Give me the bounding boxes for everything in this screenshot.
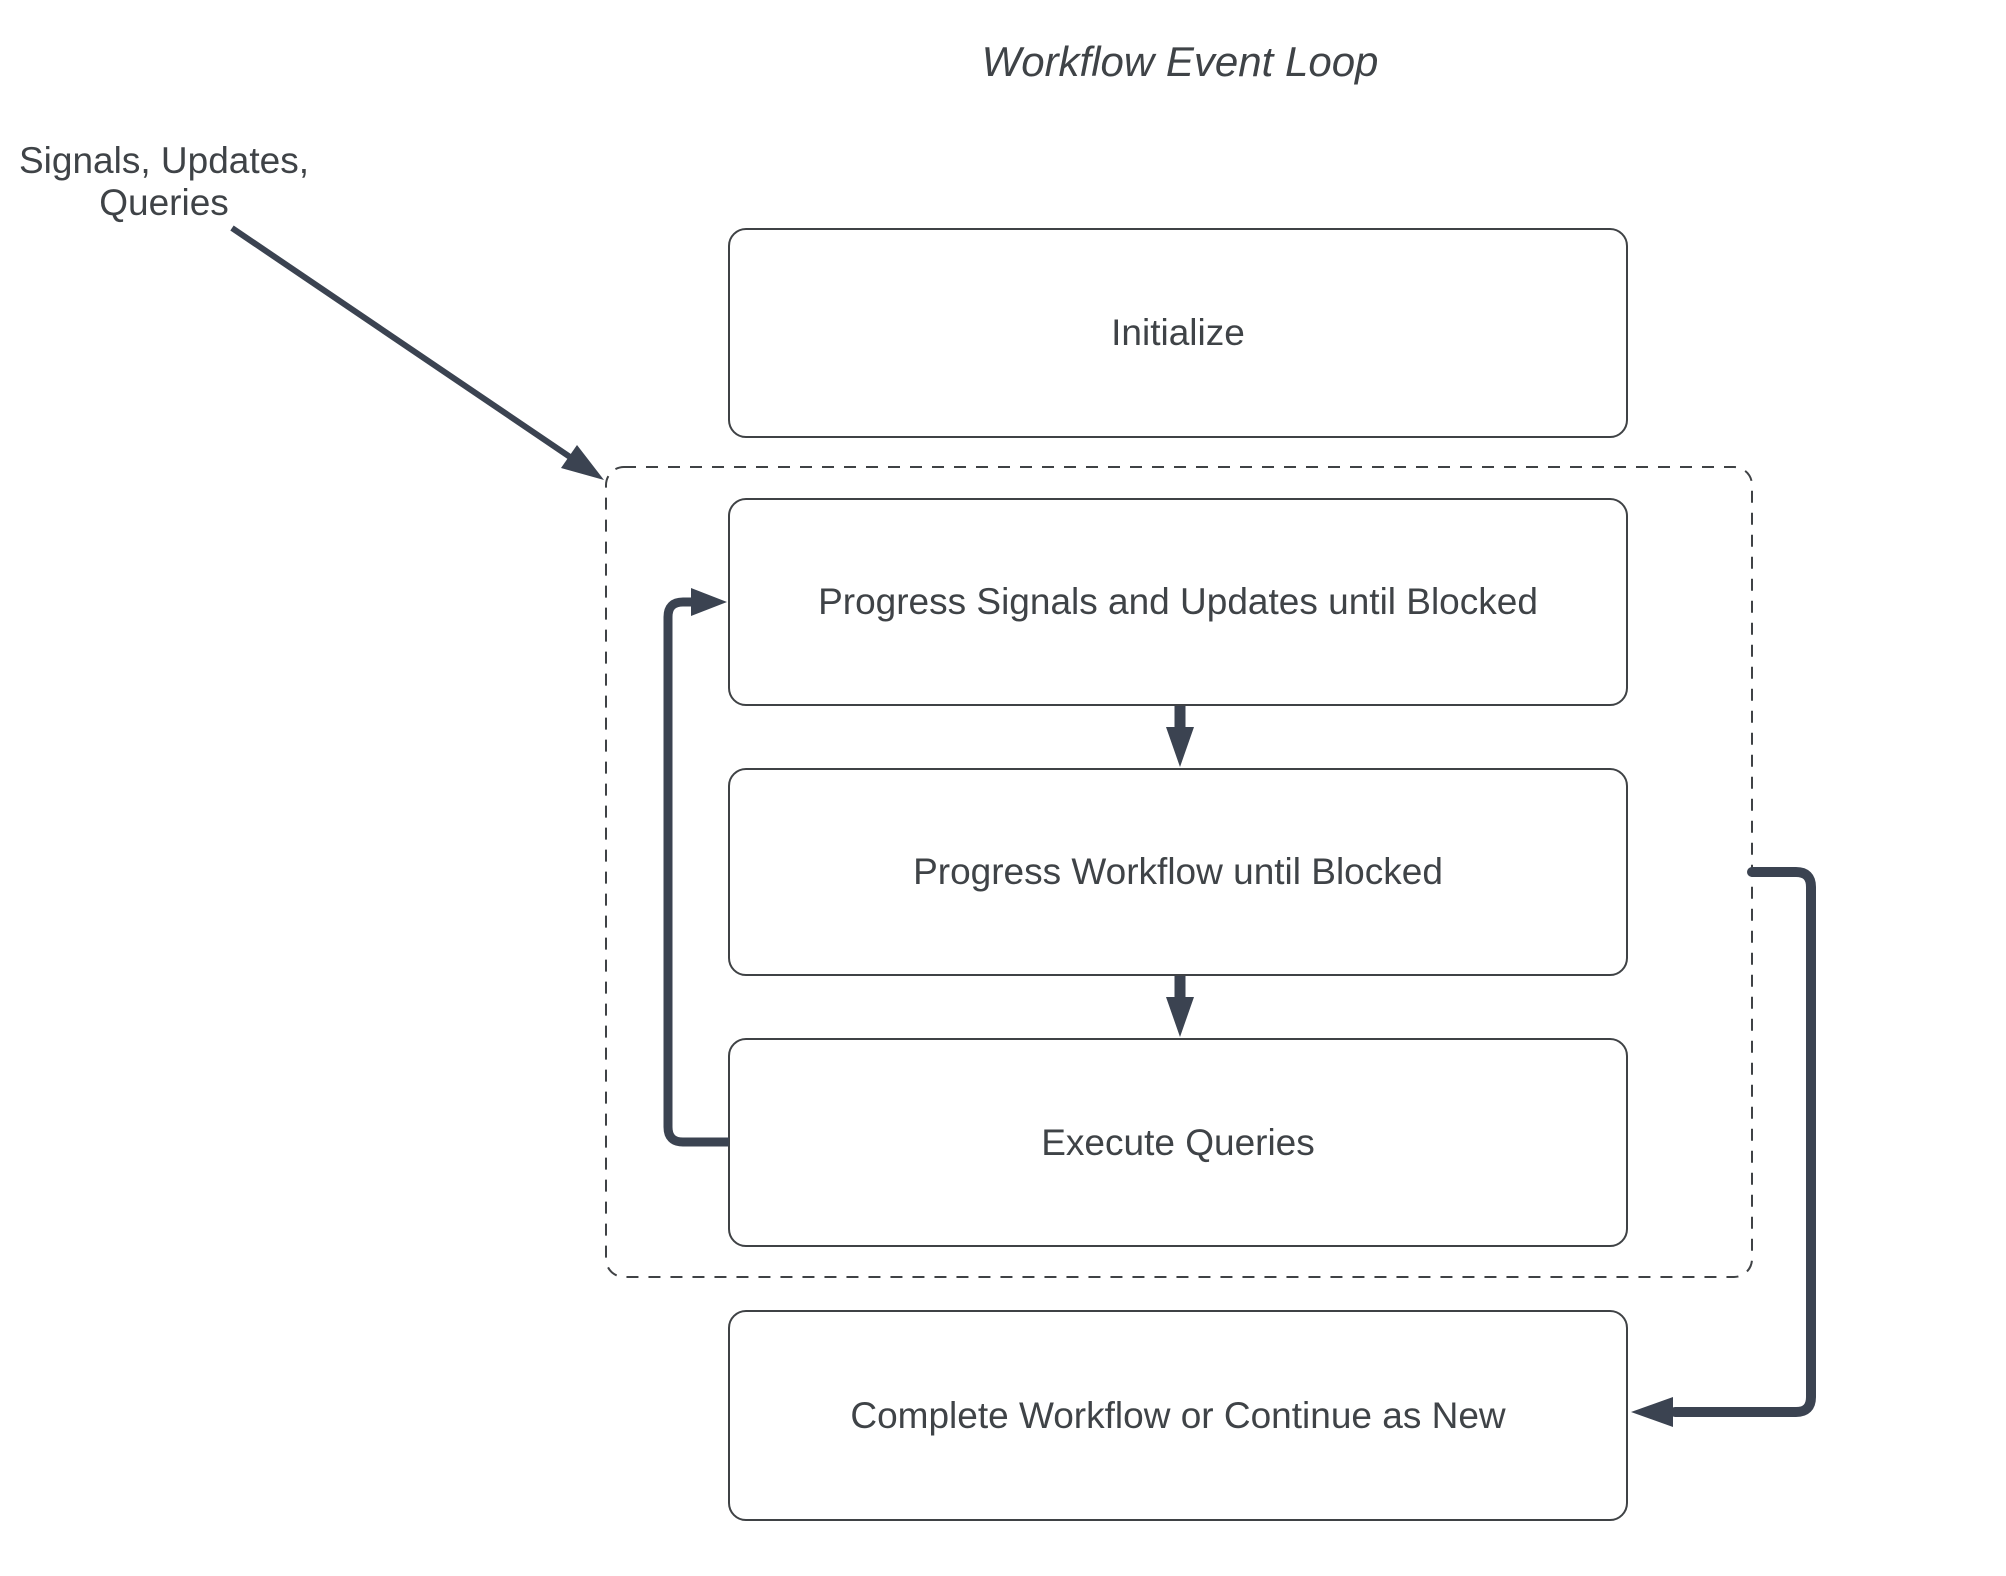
node-complete-workflow-label: Complete Workflow or Continue as New [850, 1394, 1506, 1436]
node-progress-signals: Progress Signals and Updates until Block… [728, 498, 1628, 706]
exit-arrow [1631, 867, 1816, 1427]
external-input-label: Signals, Updates, Queries [18, 140, 309, 224]
node-complete-workflow: Complete Workflow or Continue as New [728, 1310, 1628, 1521]
node-execute-queries-label: Execute Queries [1041, 1121, 1315, 1163]
external-input-arrow [230, 225, 604, 480]
node-progress-workflow: Progress Workflow until Blocked [728, 768, 1628, 976]
loop-back-arrow [663, 588, 729, 1147]
node-progress-workflow-label: Progress Workflow until Blocked [913, 851, 1443, 892]
flow-arrow-signals-to-workflow [1166, 706, 1194, 767]
node-initialize-label: Initialize [1111, 312, 1245, 353]
node-progress-signals-label: Progress Signals and Updates until Block… [818, 581, 1538, 622]
node-execute-queries: Execute Queries [728, 1038, 1628, 1247]
diagram-title: Workflow Event Loop [981, 38, 1379, 85]
node-initialize: Initialize [728, 228, 1628, 438]
flow-arrow-workflow-to-queries [1166, 976, 1194, 1037]
